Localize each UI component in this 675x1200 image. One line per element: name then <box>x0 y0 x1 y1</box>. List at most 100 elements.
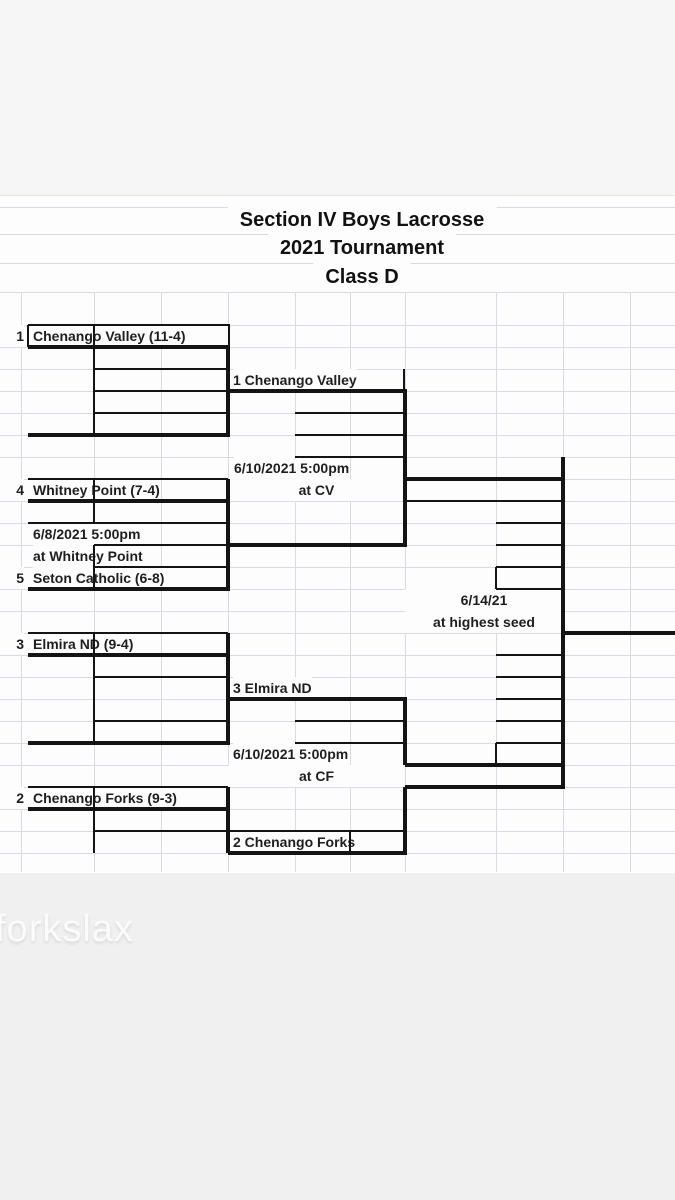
cell-border <box>496 588 563 590</box>
seed-3-label: 3 <box>0 633 24 655</box>
bracket-line <box>563 631 675 635</box>
watermark-text: forkslax <box>0 908 134 950</box>
bracket-line <box>228 543 407 547</box>
gridline <box>0 809 675 810</box>
cell-border <box>93 787 95 853</box>
gridline <box>630 292 631 872</box>
seed-1-label: 1 <box>0 325 24 347</box>
semifinal-top-advancer: 1 Chenango Valley <box>233 369 357 391</box>
bracket-line <box>405 785 565 789</box>
seed-5-label: 5 <box>0 567 24 589</box>
cell-border <box>93 633 95 743</box>
bottom-gray-band <box>0 873 675 1200</box>
cell-border <box>496 654 563 656</box>
bracket-line <box>405 763 565 767</box>
bracket-line <box>28 807 230 811</box>
bracket-line <box>226 787 230 853</box>
gridline <box>0 611 675 612</box>
cell-border <box>495 567 497 589</box>
gridline <box>0 523 675 524</box>
bracket-line <box>28 587 230 591</box>
team-elmira-nd: Elmira ND (9-4) <box>33 633 134 655</box>
tournament-title: 2021 Tournament <box>267 234 457 263</box>
gridline <box>0 292 675 293</box>
bracket-line <box>28 741 230 745</box>
cell-border <box>496 566 563 568</box>
seed-4-label: 4 <box>0 479 24 501</box>
cell-border <box>94 412 228 414</box>
bracket-line <box>28 499 230 503</box>
gridline <box>0 347 675 348</box>
cell-border <box>495 743 497 765</box>
gridline <box>0 567 675 568</box>
gridline <box>0 787 675 788</box>
bracket-line <box>403 787 407 853</box>
gridline <box>0 633 675 634</box>
seed-2-label: 2 <box>0 787 24 809</box>
cell-border <box>28 522 228 524</box>
cell-border <box>93 325 95 347</box>
cell-border <box>349 831 351 853</box>
cell-border <box>295 434 405 436</box>
bracket-line <box>403 699 407 765</box>
team-whitney-point: Whitney Point (7-4) <box>33 479 160 501</box>
cell-border <box>496 544 563 546</box>
cell-border <box>94 720 228 722</box>
cell-border <box>228 325 230 347</box>
gridline <box>0 677 675 678</box>
bracket-line <box>228 389 407 393</box>
cell-border <box>496 720 563 722</box>
gridline <box>0 501 675 502</box>
team-chenango-forks: Chenango Forks (9-3) <box>33 787 177 809</box>
bracket-line <box>226 633 230 743</box>
bracket-line <box>228 697 407 701</box>
cell-border <box>94 544 228 546</box>
class-title: Class D <box>313 263 411 292</box>
bracket-line <box>28 433 230 437</box>
cell-border <box>94 390 228 392</box>
semifinal-bottom-date: 6/10/2021 5:00pm <box>233 743 349 765</box>
cell-border <box>27 325 29 347</box>
cell-border <box>93 347 95 435</box>
cell-border <box>94 676 228 678</box>
bracket-line <box>561 457 565 787</box>
section-title: Section IV Boys Lacrosse <box>227 207 497 234</box>
cell-border <box>94 368 228 370</box>
bracket-line <box>28 345 230 349</box>
play-in-game-location: at Whitney Point <box>33 545 143 567</box>
play-in-game-date: 6/8/2021 5:00pm <box>33 523 141 545</box>
bracket-line <box>28 653 230 657</box>
semifinal-bottom-location: at CF <box>228 765 405 787</box>
cell-border <box>295 456 405 458</box>
cell-border <box>295 720 405 722</box>
cell-border <box>28 478 228 480</box>
semifinal-top-date: 6/10/2021 5:00pm <box>234 457 350 479</box>
semifinal-bottom-advancer-bottom: 2 Chenango Forks <box>233 831 356 853</box>
gridline <box>350 292 351 872</box>
cell-border <box>28 786 228 788</box>
semifinal-top-location: at CV <box>228 479 405 501</box>
semifinal-bottom-advancer-top: 3 Elmira ND <box>233 677 312 699</box>
cell-border <box>94 830 405 832</box>
gridline <box>0 325 675 326</box>
cell-border <box>295 742 405 744</box>
bracket-line <box>403 391 407 545</box>
cell-border <box>295 412 405 414</box>
cell-border <box>28 324 230 326</box>
bracket-line <box>405 477 565 481</box>
bracket-line <box>228 851 407 855</box>
cell-border <box>496 676 563 678</box>
cell-border <box>94 566 228 568</box>
team-chenango-valley: Chenango Valley (11-4) <box>33 325 186 347</box>
gridline <box>405 292 406 872</box>
cell-border <box>496 742 563 744</box>
final-date: 6/14/21 <box>405 589 563 611</box>
cell-border <box>496 522 563 524</box>
team-seton-catholic: Seton Catholic (6-8) <box>33 567 165 589</box>
gridline <box>0 655 675 656</box>
bracket-line <box>226 479 230 591</box>
gridline <box>295 292 296 872</box>
cell-border <box>93 545 95 589</box>
